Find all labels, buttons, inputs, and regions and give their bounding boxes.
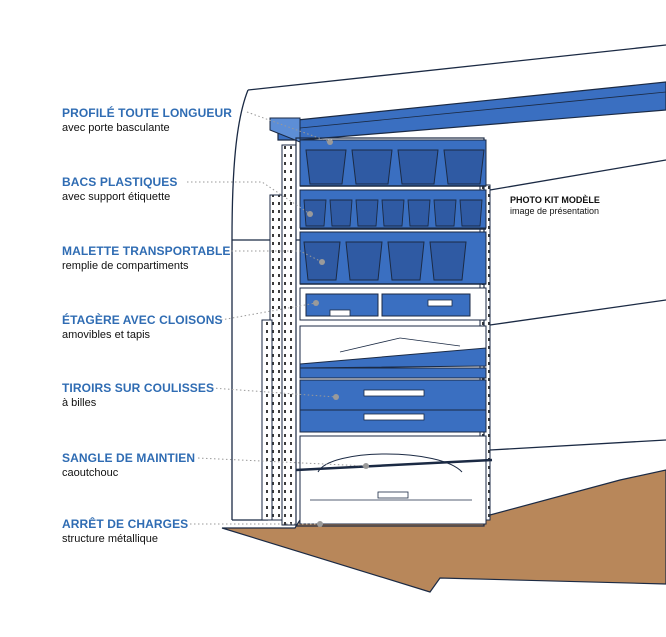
leader-lines [187,111,367,525]
plastic-bins-second-row [299,189,487,230]
callout-sliding-drawers: TIROIRS SUR COULISSES à billes [62,381,214,410]
callout-title: SANGLE DE MAINTIEN [62,451,196,465]
case-shelf [299,287,487,321]
callout-title: ARRÊT DE CHARGES [62,517,189,531]
callout-subtitle: amovibles et tapis [62,329,151,341]
callout-title: TIROIRS SUR COULISSES [62,381,215,395]
callout-title: ÉTAGÈRE AVEC CLOISONS [62,313,223,327]
lower-compartment [295,435,493,525]
callout-full-length-profile: PROFILÉ TOUTE LONGUEUR avec porte bascul… [62,106,232,135]
plastic-bins-top-row [299,139,487,187]
callout-subtitle: remplie de compartiments [62,260,189,272]
model-kit-note: PHOTO KIT MODÈLE image de présentation [510,195,600,217]
note-title: PHOTO KIT MODÈLE [510,195,600,205]
callout-title: MALETTE TRANSPORTABLE [62,244,231,258]
callout-retaining-strap: SANGLE DE MAINTIEN caoutchouc [62,451,195,480]
roof-profile [269,81,666,143]
callout-load-stop: ARRÊT DE CHARGES structure métallique [62,517,188,546]
partition-shelf [299,325,487,379]
rubber-strap [295,458,493,472]
note-subtitle: image de présentation [510,206,600,216]
leader-dots [307,139,369,527]
sliding-drawers [299,379,487,433]
callout-subtitle: caoutchouc [62,467,119,479]
callout-portable-case: MALETTE TRANSPORTABLE remplie de compart… [62,244,231,273]
callout-subtitle: avec support étiquette [62,191,171,203]
cargo-floor [221,469,666,593]
callout-plastic-bins: BACS PLASTIQUES avec support étiquette [62,175,178,204]
callout-title: BACS PLASTIQUES [62,175,178,189]
callout-shelf-partitions: ÉTAGÈRE AVEC CLOISONS amovibles et tapis [62,313,223,342]
callout-subtitle: avec porte basculante [62,122,170,134]
portable-case-row [299,231,487,285]
callout-title: PROFILÉ TOUTE LONGUEUR [62,106,232,120]
callout-subtitle: structure métallique [62,533,158,545]
van-wall [231,44,666,521]
callout-subtitle: à billes [62,397,97,409]
